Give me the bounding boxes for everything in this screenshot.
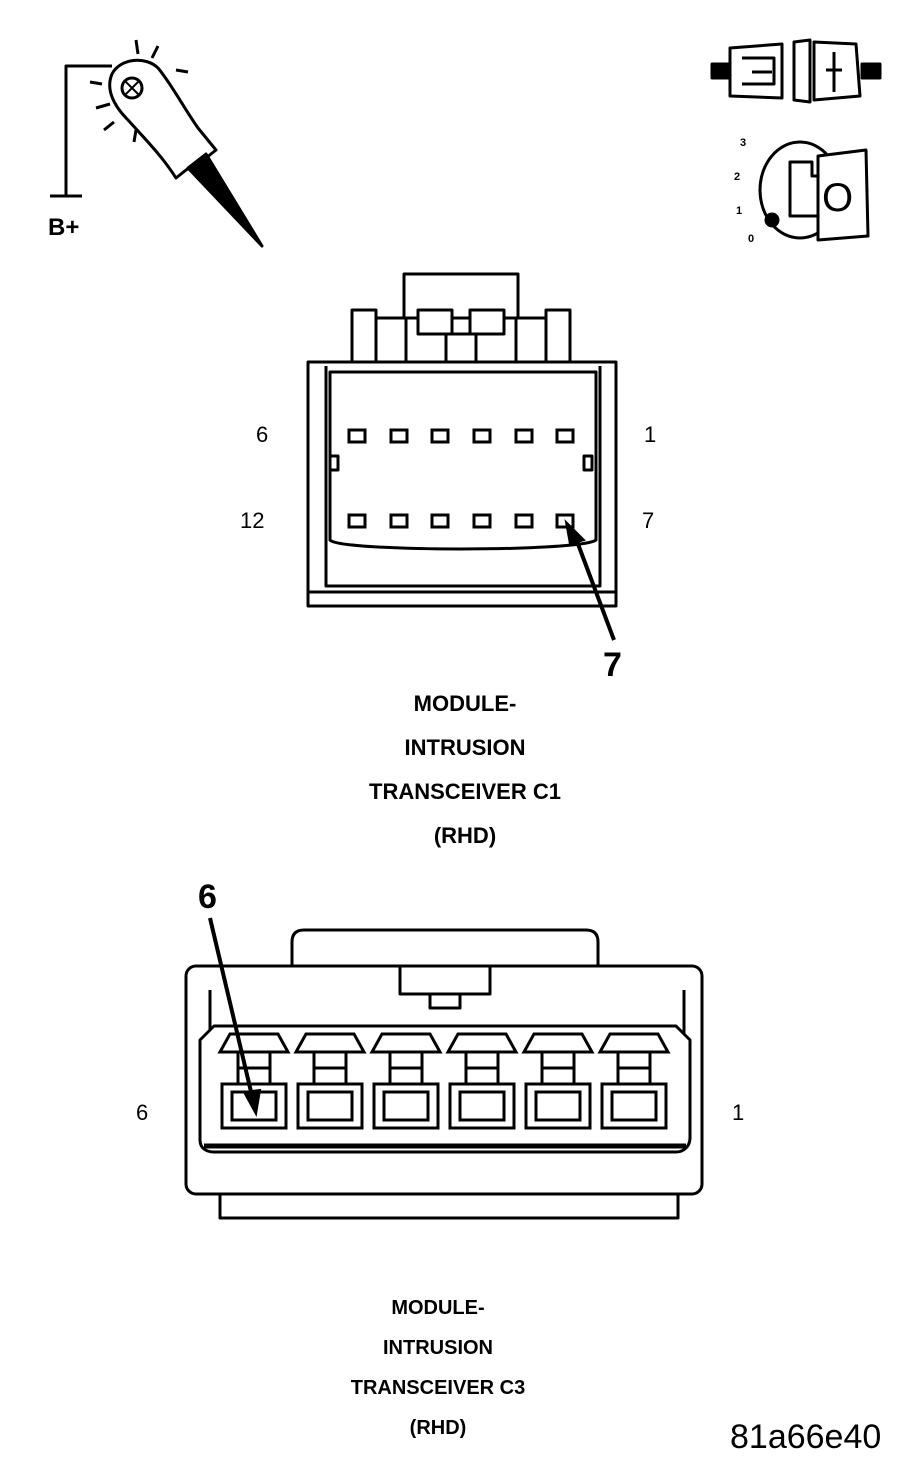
c3-title-line-2: INTRUSION <box>383 1337 493 1359</box>
c1-callout-number: 7 <box>603 646 622 684</box>
c1-title-line-4: (RHD) <box>433 823 497 848</box>
c1-pin-label-12: 12 <box>240 508 265 533</box>
connector-disconnect-icon <box>710 38 882 104</box>
c1-title-line-3: TRANSCEIVER C1 <box>369 779 561 804</box>
connector-c3-pin-cavities <box>220 1082 668 1130</box>
test-light-probe-icon <box>50 39 264 248</box>
ignition-key-icon <box>758 140 870 242</box>
connector-c1-housing <box>306 272 618 608</box>
connector-c3-terminal-latches <box>217 1032 671 1084</box>
c1-pin-label-7: 7 <box>642 508 655 533</box>
c1-pin-label-1: 1 <box>644 422 657 447</box>
c1-pin-label-6: 6 <box>256 422 269 447</box>
figure-id: 81a66e40 <box>730 1418 882 1456</box>
c3-callout-number: 6 <box>198 878 217 916</box>
c3-pin-label-6: 6 <box>136 1100 149 1125</box>
c1-title-line-1: MODULE- <box>413 691 517 716</box>
c3-pin-label-1: 1 <box>732 1100 745 1125</box>
c3-title-line-1: MODULE- <box>391 1297 485 1319</box>
c3-title-line-4: (RHD) <box>409 1417 467 1439</box>
connector-c3-housing <box>184 928 704 1220</box>
c1-title-line-2: INTRUSION <box>404 735 526 760</box>
connector-c1-callout-arrow <box>564 519 616 641</box>
ignition-position-2: 2 <box>734 171 741 183</box>
connector-c1-pin-cavities <box>347 428 575 529</box>
ignition-position-1: 1 <box>736 205 743 217</box>
ignition-key-face: O <box>822 176 854 220</box>
ignition-position-0: 0 <box>748 233 755 245</box>
c3-title-line-3: TRANSCEIVER C3 <box>350 1377 526 1399</box>
connector-c3-callout-arrow <box>208 917 262 1118</box>
ignition-position-3: 3 <box>740 137 747 149</box>
c1-title: MODULE- INTRUSION TRANSCEIVER C1 (RHD) <box>312 682 618 858</box>
probe-label: B+ <box>48 214 80 241</box>
c3-title: MODULE- INTRUSION TRANSCEIVER C3 (RHD) <box>296 1288 580 1448</box>
